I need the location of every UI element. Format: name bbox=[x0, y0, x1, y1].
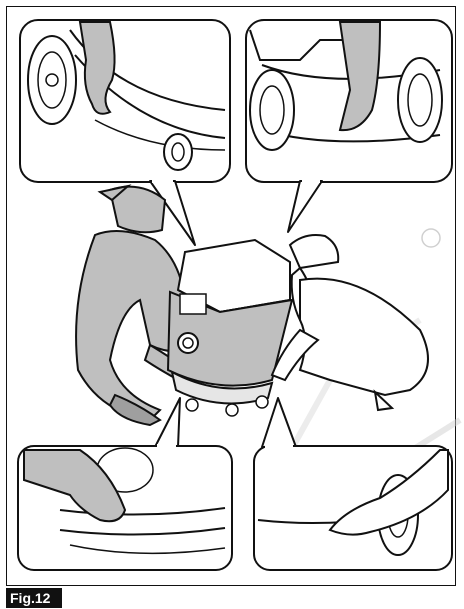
callout-top-right bbox=[245, 19, 453, 233]
center-scene bbox=[75, 184, 429, 427]
right-worker bbox=[270, 234, 429, 412]
vacuum-cleaner bbox=[166, 238, 294, 417]
left-worker bbox=[75, 184, 197, 427]
callout-bottom-left bbox=[17, 397, 233, 571]
callout-bottom-right bbox=[253, 397, 453, 571]
figure-label: Fig.12 bbox=[6, 588, 62, 608]
